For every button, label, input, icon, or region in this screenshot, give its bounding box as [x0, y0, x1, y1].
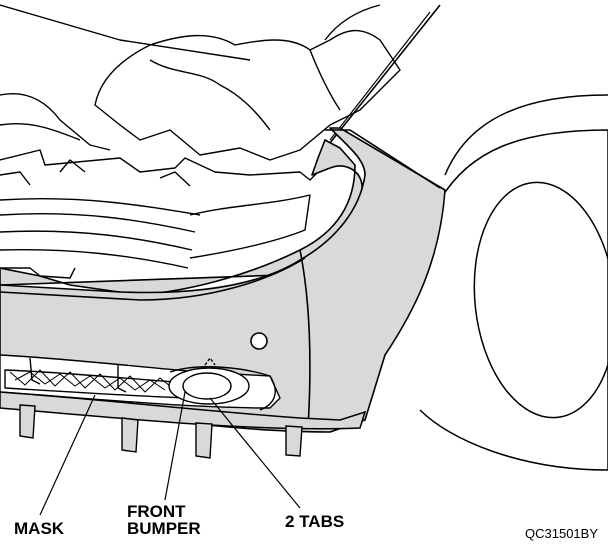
bumper-bottom-strip — [0, 391, 367, 430]
mask-area — [0, 354, 281, 411]
grille-slot-1 — [0, 171, 31, 186]
engine-inner-line-3 — [0, 93, 111, 151]
figure-code: QC31501BY — [525, 526, 598, 541]
front-bumper-label-line2: BUMPER — [127, 519, 201, 538]
fender-arch — [444, 94, 608, 176]
bumper-inner-edge — [0, 257, 306, 301]
engine-inner-line-1 — [149, 59, 271, 131]
mask-label: MASK — [14, 519, 65, 538]
grille-bar-1 — [0, 197, 201, 216]
bumper-studs — [19, 404, 303, 459]
tabs-leader — [209, 397, 301, 509]
front-wheel — [419, 94, 608, 471]
stud-4 — [285, 425, 303, 457]
grille — [0, 149, 326, 279]
engine-inner-line-4 — [0, 122, 81, 141]
grille-top-edge — [0, 149, 326, 181]
clip-1 — [29, 357, 41, 385]
grille-slot-2 — [59, 159, 86, 173]
front-bumper-leader — [164, 391, 186, 501]
fog-lamp — [182, 372, 232, 400]
bumper-side-seam — [299, 249, 311, 429]
fender-top-line — [324, 4, 381, 41]
grille-slot-3 — [159, 171, 191, 187]
leader-lines — [39, 391, 301, 516]
stud-1 — [19, 404, 36, 439]
sensor-hole — [250, 332, 268, 350]
rod-line-2 — [329, 11, 431, 141]
clip-2 — [117, 364, 127, 393]
fog-lamp-bezel — [169, 366, 276, 411]
two-tabs-label: 2 TABS — [285, 512, 345, 531]
engine-compartment — [0, 4, 401, 161]
bumper-main — [0, 127, 446, 433]
front-bumper-label-line1: FRONT — [127, 502, 186, 521]
stud-3 — [195, 422, 213, 459]
mask-pattern-2 — [14, 371, 166, 391]
wheel-rim — [473, 181, 608, 419]
bumper-top-flange — [325, 129, 441, 189]
engine-cover-outline — [94, 29, 401, 161]
stud-2 — [121, 417, 139, 453]
hood-edge-line — [0, 4, 251, 61]
front-bumper — [0, 127, 446, 433]
mask-leader — [39, 394, 96, 516]
grille-bar-2 — [0, 212, 196, 233]
tab-dashed — [204, 357, 216, 366]
engine-inner-line-2 — [309, 49, 341, 111]
grille-bar-4 — [0, 248, 189, 269]
front-bumper-label: FRONT BUMPER — [127, 503, 201, 537]
headlamp-lower — [189, 194, 311, 259]
mask-pattern — [9, 369, 176, 393]
tire-outer — [419, 129, 608, 471]
grille-bar-3 — [0, 230, 193, 251]
